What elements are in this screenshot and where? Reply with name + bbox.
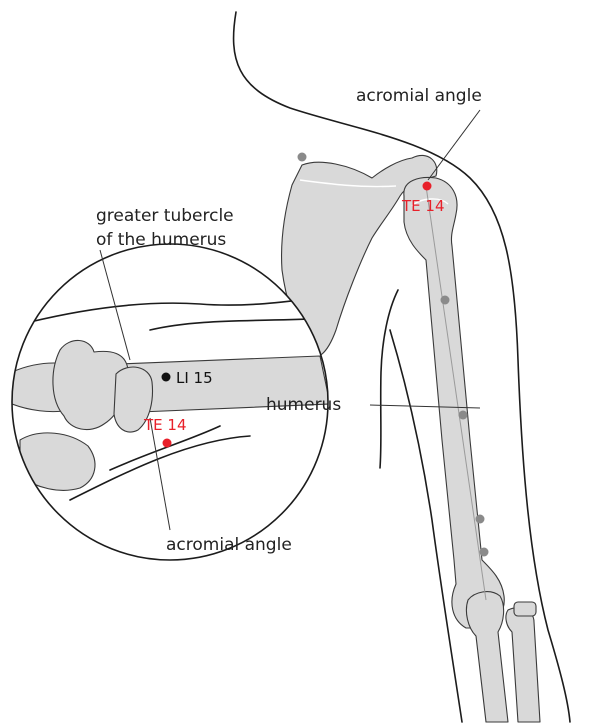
radius bbox=[506, 608, 540, 722]
ulna bbox=[466, 592, 508, 722]
torso-side-outline bbox=[380, 290, 398, 468]
landmark-point-2 bbox=[441, 296, 450, 305]
radius-head bbox=[514, 602, 536, 616]
label-greater-tubercle-line1: greater tubercle bbox=[96, 206, 234, 226]
label-acromial-angle-bottom: acromial angle bbox=[166, 535, 292, 555]
li15-point bbox=[162, 373, 171, 382]
landmark-point-5 bbox=[480, 548, 489, 557]
landmark-point-1 bbox=[298, 153, 307, 162]
landmark-point-4 bbox=[476, 515, 485, 524]
humerus-bone bbox=[404, 178, 504, 628]
label-humerus: humerus bbox=[266, 395, 341, 415]
te14-point-inset bbox=[163, 439, 172, 448]
leader-acromial-angle-top bbox=[428, 110, 480, 180]
label-greater-tubercle-line2: of the humerus bbox=[96, 230, 226, 250]
label-te14-inset: TE 14 bbox=[143, 416, 187, 434]
landmark-point-3 bbox=[459, 411, 468, 420]
label-te14-main: TE 14 bbox=[401, 197, 445, 215]
label-li15: LI 15 bbox=[176, 369, 213, 387]
te14-point-main bbox=[423, 182, 432, 191]
label-acromial-angle-top: acromial angle bbox=[356, 86, 482, 106]
